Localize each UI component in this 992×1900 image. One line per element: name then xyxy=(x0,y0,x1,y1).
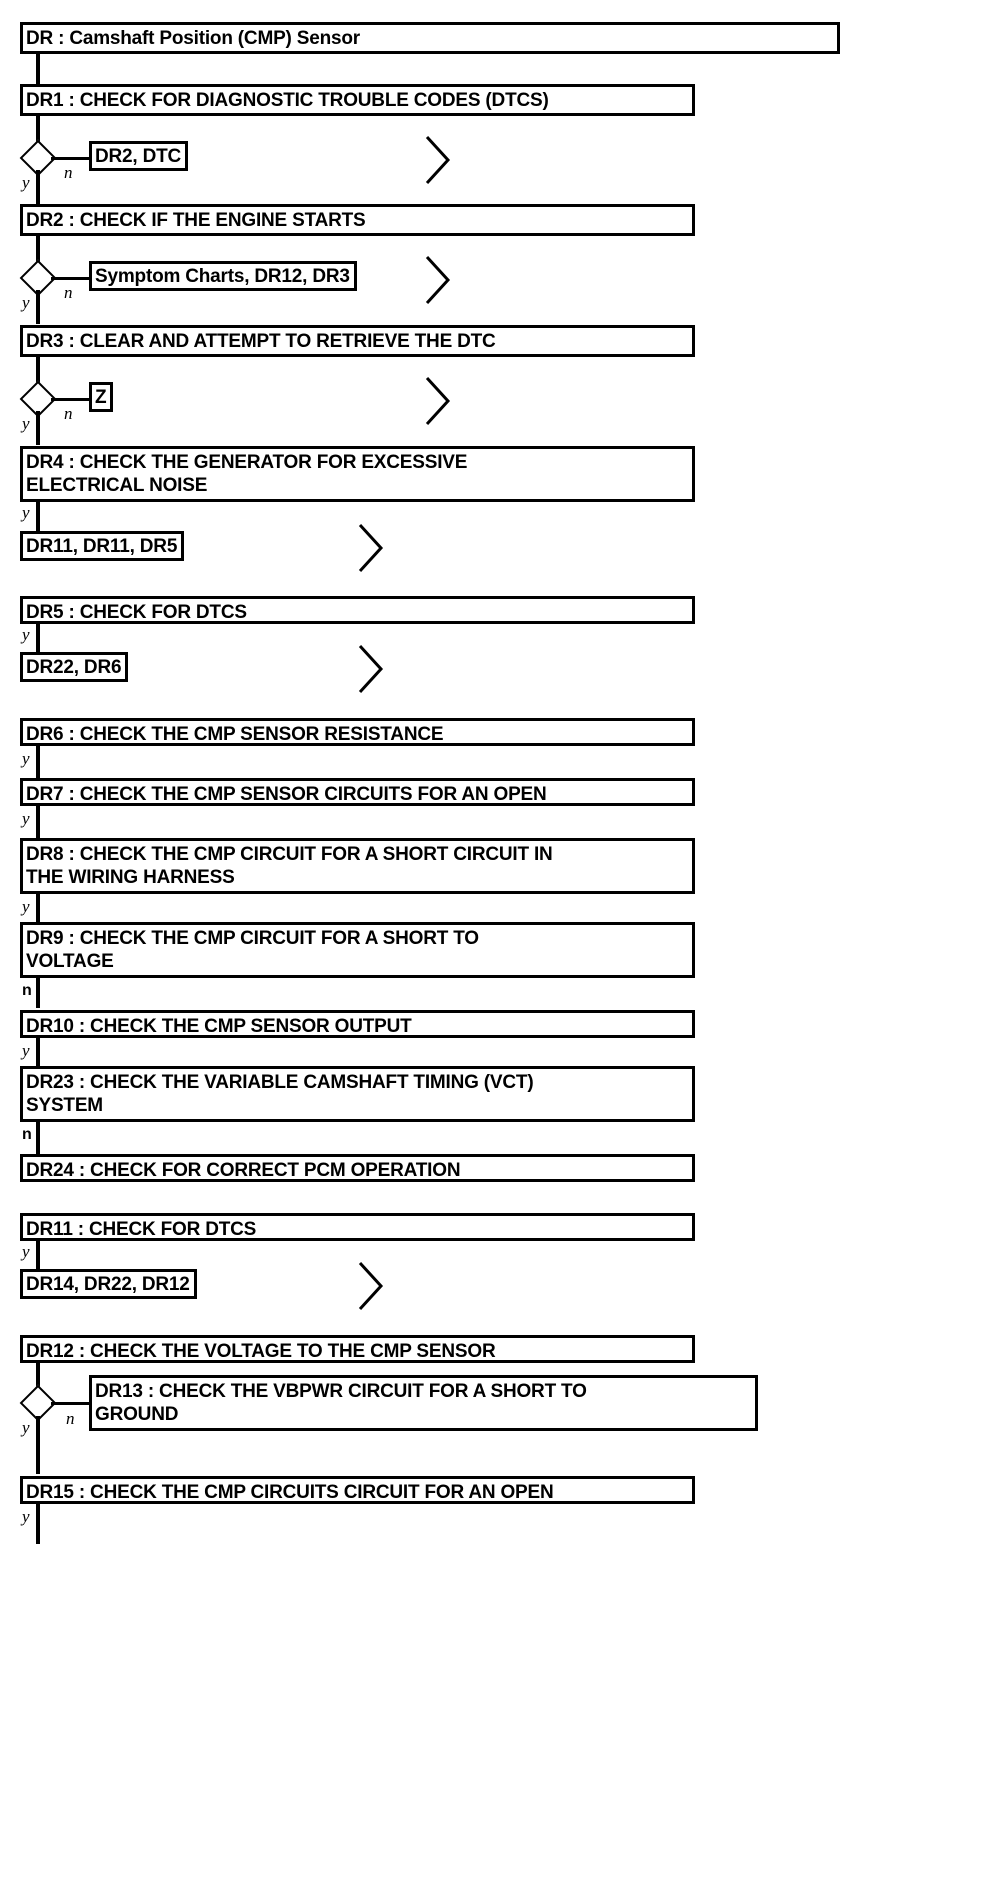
step-DR1[interactable]: DR1 : CHECK FOR DIAGNOSTIC TROUBLE CODES… xyxy=(20,84,695,116)
connector-DR2-yes xyxy=(36,290,40,324)
connector-DR1-yes xyxy=(36,170,40,204)
branch-label-DR7-yes: y xyxy=(22,809,30,828)
connector-DR5-yes xyxy=(36,624,40,653)
connector-DR9-no xyxy=(36,978,40,1008)
step-DR24[interactable]: DR24 : CHECK FOR CORRECT PCM OPERATION xyxy=(20,1154,695,1182)
step-DR13[interactable]: DR13 : CHECK THE VBPWR CIRCUIT FOR A SHO… xyxy=(89,1375,758,1431)
connector-DR15-yes xyxy=(36,1504,40,1544)
offpage-chevron-DR4 xyxy=(357,522,385,574)
branch-label-DR9-no: n xyxy=(22,982,32,999)
step-DR10[interactable]: DR10 : CHECK THE CMP SENSOR OUTPUT xyxy=(20,1010,695,1038)
step-DR15[interactable]: DR15 : CHECK THE CMP CIRCUITS CIRCUIT FO… xyxy=(20,1476,695,1504)
branch-line-DR12-no xyxy=(51,1402,91,1405)
branch-label-DR3-yes: y xyxy=(22,414,30,433)
connector-DR-to-DR1 xyxy=(36,54,40,84)
offpage-chevron-DR2 xyxy=(424,254,452,306)
branch-label-DR12-no: n xyxy=(66,1409,75,1428)
branch-label-DR15-yes: y xyxy=(22,1507,30,1526)
step-DR11[interactable]: DR11 : CHECK FOR DTCS xyxy=(20,1213,695,1241)
connector-DR23-no xyxy=(36,1122,40,1154)
step-DR7[interactable]: DR7 : CHECK THE CMP SENSOR CIRCUITS FOR … xyxy=(20,778,695,806)
branch-line-DR2-no xyxy=(51,277,91,280)
connector-DR8-yes xyxy=(36,894,40,922)
step-DR6[interactable]: DR6 : CHECK THE CMP SENSOR RESISTANCE xyxy=(20,718,695,746)
branch-label-DR2-yes: y xyxy=(22,293,30,312)
ref-box-z[interactable]: Z xyxy=(89,382,114,412)
branch-label-DR10-yes: y xyxy=(22,1041,30,1060)
step-DR8[interactable]: DR8 : CHECK THE CMP CIRCUIT FOR A SHORT … xyxy=(20,838,695,894)
step-DR[interactable]: DR : Camshaft Position (CMP) Sensor xyxy=(20,22,840,54)
branch-label-DR4-yes: y xyxy=(22,503,30,522)
step-DR23[interactable]: DR23 : CHECK THE VARIABLE CAMSHAFT TIMIN… xyxy=(20,1066,695,1122)
step-DR4[interactable]: DR4 : CHECK THE GENERATOR FOR EXCESSIVE … xyxy=(20,446,695,502)
branch-label-DR2-no: n xyxy=(64,283,73,302)
branch-line-DR3-no xyxy=(51,398,91,401)
branch-label-DR8-yes: y xyxy=(22,897,30,916)
ref-box-dr22-dr6[interactable]: DR22, DR6 xyxy=(20,652,129,682)
connector-DR3-yes xyxy=(36,411,40,445)
branch-label-DR11-yes: y xyxy=(22,1242,30,1261)
step-DR9[interactable]: DR9 : CHECK THE CMP CIRCUIT FOR A SHORT … xyxy=(20,922,695,978)
connector-DR2-down xyxy=(36,236,40,266)
connector-DR4-yes xyxy=(36,502,40,532)
step-DR5[interactable]: DR5 : CHECK FOR DTCS xyxy=(20,596,695,624)
connector-DR12-yes xyxy=(36,1416,40,1474)
branch-label-DR6-yes: y xyxy=(22,749,30,768)
step-DR2[interactable]: DR2 : CHECK IF THE ENGINE STARTS xyxy=(20,204,695,236)
connector-DR1-down xyxy=(36,116,40,146)
step-DR12[interactable]: DR12 : CHECK THE VOLTAGE TO THE CMP SENS… xyxy=(20,1335,695,1363)
connector-DR12-down xyxy=(36,1363,40,1391)
ref-box-dr2-dtc[interactable]: DR2, DTC xyxy=(89,141,189,171)
branch-label-DR1-yes: y xyxy=(22,173,30,192)
offpage-chevron-DR1 xyxy=(424,134,452,186)
offpage-chevron-DR3 xyxy=(424,375,452,427)
ref-box-symptom-charts[interactable]: Symptom Charts, DR12, DR3 xyxy=(89,261,357,291)
ref-box-dr11-dr11-dr5[interactable]: DR11, DR11, DR5 xyxy=(20,531,185,561)
offpage-chevron-DR11 xyxy=(357,1260,385,1312)
connector-DR11-yes xyxy=(36,1241,40,1270)
ref-box-dr14-dr22-dr12[interactable]: DR14, DR22, DR12 xyxy=(20,1269,197,1299)
branch-label-DR1-no: n xyxy=(64,163,73,182)
offpage-chevron-DR5 xyxy=(357,643,385,695)
connector-DR3-down xyxy=(36,357,40,387)
branch-label-DR5-yes: y xyxy=(22,625,30,644)
branch-label-DR3-no: n xyxy=(64,404,73,423)
branch-label-DR12-yes: y xyxy=(22,1418,30,1437)
connector-DR7-yes xyxy=(36,806,40,838)
connector-DR10-yes xyxy=(36,1038,40,1066)
step-DR3[interactable]: DR3 : CLEAR AND ATTEMPT TO RETRIEVE THE … xyxy=(20,325,695,357)
connector-DR6-yes xyxy=(36,746,40,778)
branch-label-DR23-no: n xyxy=(22,1126,32,1143)
branch-line-DR1-no xyxy=(51,157,91,160)
